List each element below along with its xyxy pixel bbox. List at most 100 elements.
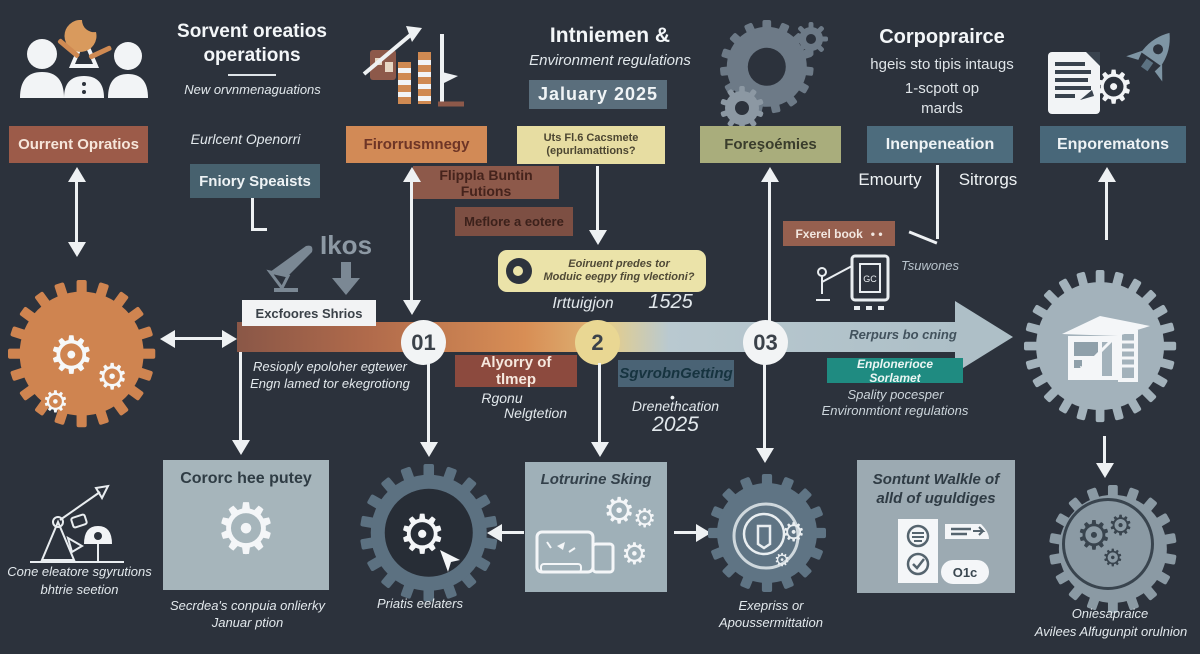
stage-box-inenpeneation: Inenpeneation <box>867 126 1013 163</box>
milestone-02: 2 <box>575 320 620 365</box>
gear-icon: ⚙ <box>774 550 791 571</box>
label-sitrorgs: Sitrorgs <box>958 170 1018 189</box>
connector-line <box>674 531 698 534</box>
section-title-1: Sorvent oreatios operations <box>152 20 352 68</box>
section-subtitle-3: Environment regulations <box>529 52 691 69</box>
folder-icon <box>535 530 615 574</box>
caption-gear4-line2: Avilees Alfugunpit orulnion <box>1034 624 1188 639</box>
gear-icon: ⚙ <box>1076 513 1112 559</box>
machinery-lineart-icon <box>28 482 128 570</box>
card-cororc: Cororc hee putey ⚙ <box>163 460 329 590</box>
timeline-arrowhead <box>955 301 1013 373</box>
caption-card1-line1: Secrdea's conpuia onlierky <box>170 598 325 613</box>
settings-gear-icon <box>358 462 500 604</box>
arrowhead-down <box>1096 463 1114 478</box>
process-gear-orange <box>6 278 157 429</box>
label-emourty: Emourty <box>858 170 922 189</box>
checklist-icon <box>898 519 938 583</box>
milestone-01: 01 <box>401 320 446 365</box>
date-badge: Jaluary 2025 <box>529 80 667 109</box>
connector-line <box>75 180 78 242</box>
arrowhead-left <box>160 330 175 348</box>
tag-box-fxerel: Fxerel book • • <box>783 221 895 246</box>
gear-icon: ⚙ <box>1102 544 1124 572</box>
caption-2025: 2025 <box>652 413 699 436</box>
caption-cone-line2: bhtrie seetion <box>40 582 119 597</box>
stage-box-uts-line2: (epurlamattions? <box>546 145 636 157</box>
arrowhead-down <box>403 300 421 315</box>
gear-icon: ⚙ <box>621 537 648 572</box>
card-lotrurine: Lotrurine Sking ⚙ ⚙ ⚙ <box>525 462 667 592</box>
title-1-line2: operations <box>203 45 301 66</box>
connector-line <box>1105 180 1108 240</box>
card-sontunt: Sontunt Walkle of alld of uguldiges O1c <box>857 460 1015 593</box>
card-cororc-title: Cororc hee putey <box>180 470 312 487</box>
caption-card1-line2: Januar ption <box>211 615 284 630</box>
tag-box-flippla: Flippla Buntin Futions <box>413 166 559 199</box>
label-irttuigjon: Irttuigjon <box>552 295 614 312</box>
caption-cone-line1: Cone eleatore sgyrutions <box>7 564 152 579</box>
arrowhead-down <box>420 442 438 457</box>
section-subtitle-5b: 1-scpott op <box>904 80 980 97</box>
tag-box-meflore: Meflore a eotere <box>455 207 573 236</box>
section-subtitle-1: New orvnmenaguations <box>184 82 321 97</box>
gear-small-top-icon <box>718 84 766 132</box>
arrowhead-down <box>589 230 607 245</box>
connector-line <box>936 165 939 239</box>
milestone-03: 03 <box>743 320 788 365</box>
caption-gear2: Priatis eelaters <box>377 596 463 611</box>
arrowhead-down <box>232 440 250 455</box>
gear-icon: ⚙ <box>214 488 278 570</box>
card-sontunt-title2: alld of uguldiges <box>876 490 996 507</box>
timeline-arrow-label: Rerpurs bo cning <box>849 327 957 342</box>
caption-gear3-line1: Exepriss or <box>738 598 804 613</box>
arrowhead-down <box>591 442 609 457</box>
note-line2: Moduic eegpy fing vlectioni? <box>543 271 695 283</box>
stage-box-enporematons: Enporematons <box>1040 126 1186 163</box>
stage-box-uts: Uts Fl.6 Cacsmete (epurlamattions? <box>517 126 665 164</box>
title-1-line1: Sorvent oreatios <box>177 21 327 42</box>
section-subtitle-5c: mards <box>921 100 963 117</box>
arrowhead-up <box>761 167 779 182</box>
arrowhead-right <box>696 524 711 542</box>
note-line1: Eoiruent predes tor <box>568 258 670 270</box>
tag-box-fxerel-label: Fxerel book <box>795 226 863 241</box>
connector-line <box>596 166 599 232</box>
arrowhead-left <box>487 524 502 542</box>
tag-box-alyorry: Alyorry of tlmep <box>455 354 577 388</box>
section-title-5: Corpoprairce <box>879 26 1005 48</box>
title-divider <box>228 74 276 76</box>
arrowhead-up <box>1098 167 1116 182</box>
caption-nelgtetion: Nelgtetion <box>503 405 568 421</box>
gear-tiny-top-icon <box>792 20 830 58</box>
caption-spality: Spality pocesper <box>847 387 944 402</box>
card-sontunt-title1: Sontunt Walkle of <box>872 471 1000 488</box>
connector-line <box>410 180 413 302</box>
bar-chart-icon <box>362 22 467 114</box>
caption-below-01: Resioply epoloher egtewer Engn lamed tor… <box>245 358 415 392</box>
caption-below-01-line2: Engn lamed tor ekegrotiong <box>250 376 410 391</box>
people-team-icon <box>16 20 152 116</box>
ikos-down-arrow-icon <box>330 262 362 296</box>
surveyor-icon: GC <box>812 254 917 312</box>
lens-icon <box>506 258 532 284</box>
stage-box-uts-line1: Uts Fl.6 Cacsmete <box>543 132 639 144</box>
connector-line <box>768 180 771 322</box>
gear-icon: ⚙ <box>633 504 657 534</box>
section-title-3: Intniemen & <box>549 24 671 47</box>
ikos-label: Ikos <box>320 230 373 260</box>
window-icon-text: GC <box>863 274 877 284</box>
tag-box-fxerel-dots: • • <box>870 226 883 241</box>
note-callout: Eoiruent predes tor Moduic eegpy fing vl… <box>498 250 706 292</box>
caption-gear3-line2: Apoussermittation <box>718 615 824 630</box>
stage-box-firorrusmnegy: Firorrusmnegy <box>346 126 487 163</box>
connector-elbow <box>251 228 267 231</box>
gear-icon: ⚙ <box>398 503 447 566</box>
tag-box-sgvrobn: SgvrobnGetting <box>618 360 734 387</box>
card-lotrurine-title: Lotrurine Sking <box>540 471 652 488</box>
bullet-dot: • <box>670 389 675 405</box>
arrowhead-down <box>756 448 774 463</box>
cursor-icon <box>438 548 464 574</box>
document-icon <box>1046 50 1102 116</box>
